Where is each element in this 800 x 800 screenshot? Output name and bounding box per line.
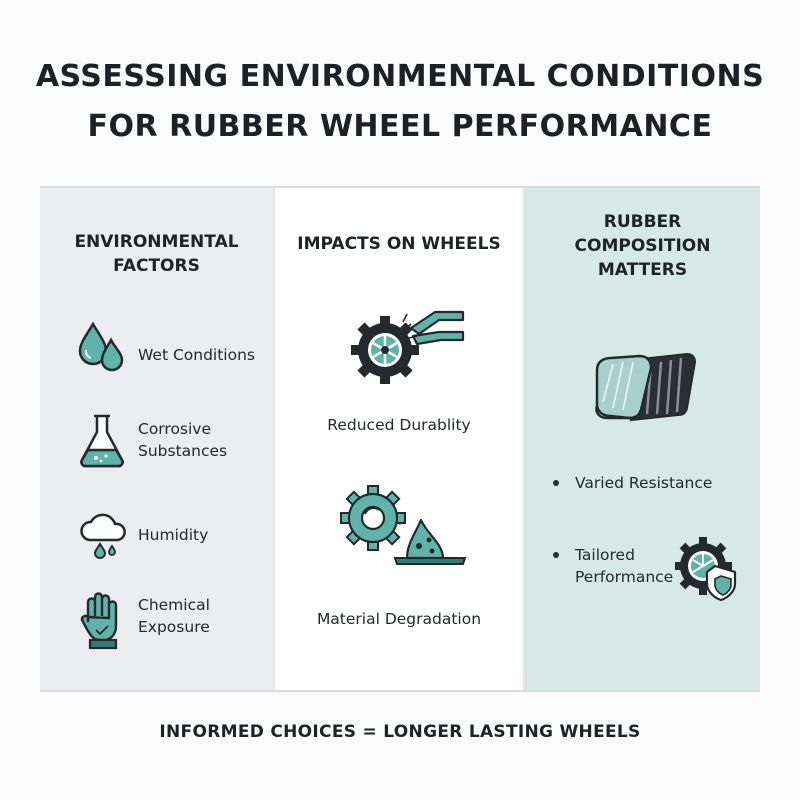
factor-chemical-exposure: Chemical Exposure bbox=[40, 588, 273, 650]
factor-label-line: Chemical bbox=[138, 596, 210, 614]
gear-shield-icon bbox=[675, 537, 737, 602]
bullet-dot bbox=[553, 480, 559, 486]
factor-humidity: Humidity bbox=[40, 504, 273, 564]
water-drops-icon bbox=[78, 321, 124, 372]
title-line-2: FOR RUBBER WHEEL PERFORMANCE bbox=[87, 109, 713, 144]
heading-line: ENVIRONMENTAL bbox=[74, 232, 239, 252]
factor-label: Wet Conditions bbox=[138, 344, 255, 366]
bullet-text: Varied Resistance bbox=[575, 474, 713, 492]
factor-label-line: Substances bbox=[138, 442, 228, 460]
bullet-text-line: Tailored bbox=[575, 546, 635, 564]
environmental-factors-heading: ENVIRONMENTAL FACTORS bbox=[40, 230, 273, 278]
rubber-composition-panel: RUBBER COMPOSITION MATTERS Varied Resist… bbox=[525, 188, 760, 690]
impacts-heading: IMPACTS ON WHEELS bbox=[297, 234, 501, 254]
factor-label-line: Humidity bbox=[138, 526, 209, 544]
composition-heading: RUBBER COMPOSITION MATTERS bbox=[525, 210, 760, 282]
impacts-on-wheels-panel: IMPACTS ON WHEELS bbox=[273, 188, 525, 690]
rubber-samples-icon bbox=[595, 352, 697, 422]
heading-line: RUBBER bbox=[603, 212, 682, 232]
rain-cloud-icon bbox=[80, 513, 126, 559]
wheel-tool-icon bbox=[351, 310, 465, 384]
factor-label-line: Corrosive bbox=[138, 420, 212, 438]
page-title: ASSESSING ENVIRONMENTAL CONDITIONS FOR R… bbox=[0, 52, 800, 152]
heading-line: COMPOSITION bbox=[574, 236, 711, 256]
factor-label-line: Exposure bbox=[138, 618, 210, 636]
title-line-1: ASSESSING ENVIRONMENTAL CONDITIONS bbox=[35, 59, 765, 94]
bullet-dot bbox=[553, 552, 559, 558]
factor-corrosive-substances: Corrosive Substances bbox=[40, 410, 273, 470]
impact-label-reduced-durability: Reduced Durablity bbox=[327, 416, 471, 434]
factor-label-line: Wet Conditions bbox=[138, 346, 255, 364]
bullet-text: Tailored Performance bbox=[575, 544, 673, 588]
bullet-text-line: Performance bbox=[575, 568, 674, 586]
factor-wet-conditions: Wet Conditions bbox=[40, 316, 273, 376]
panels-container: ENVIRONMENTAL FACTORS Wet Conditions bbox=[40, 186, 760, 692]
footer-tagline: INFORMED CHOICES = LONGER LASTING WHEELS bbox=[159, 722, 641, 742]
factor-label: Corrosive Substances bbox=[138, 418, 227, 462]
heading-line: FACTORS bbox=[113, 256, 200, 276]
impact-label-material-degradation: Material Degradation bbox=[316, 610, 482, 628]
glove-icon bbox=[80, 592, 118, 650]
flask-icon bbox=[80, 414, 124, 468]
factor-label: Humidity bbox=[138, 524, 208, 546]
factor-label: Chemical Exposure bbox=[138, 594, 210, 638]
heading-line: MATTERS bbox=[597, 260, 688, 280]
gear-puddle-icon bbox=[340, 485, 467, 565]
environmental-factors-panel: ENVIRONMENTAL FACTORS Wet Conditions bbox=[40, 188, 273, 690]
